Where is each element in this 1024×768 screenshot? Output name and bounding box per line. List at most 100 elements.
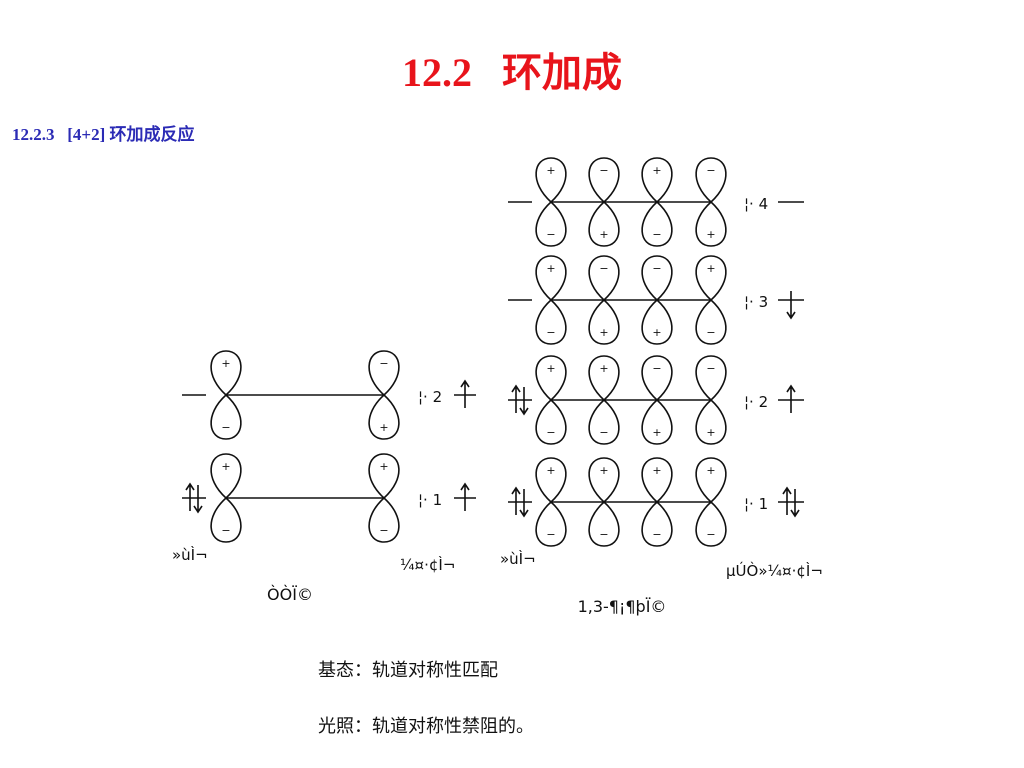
phase-sign-top: + xyxy=(546,362,555,375)
p-lobe-bottom xyxy=(368,496,400,543)
p-lobe-bottom xyxy=(695,500,727,547)
excited-state-label: µÚÒ»¼¤·¢Ì¬ xyxy=(726,561,823,580)
phase-sign-bottom: − xyxy=(652,228,661,241)
phase-sign-top: − xyxy=(652,262,661,275)
mo-label: ¦· 2 xyxy=(744,393,768,411)
phase-sign-bottom: + xyxy=(706,228,715,241)
p-lobe-bottom xyxy=(210,496,242,543)
phase-sign-bottom: + xyxy=(379,421,388,434)
mo-label: ¦· 1 xyxy=(744,495,768,513)
phase-sign-top: + xyxy=(379,460,388,473)
p-lobe-bottom xyxy=(588,200,620,247)
ground-state-label: »ùÌ¬ xyxy=(172,545,208,564)
electron-spin-up xyxy=(511,486,521,515)
phase-sign-top: + xyxy=(221,460,230,473)
phase-sign-bottom: − xyxy=(706,528,715,541)
p-lobe-top xyxy=(210,350,242,397)
electron-spin-up xyxy=(782,486,792,515)
phase-sign-top: − xyxy=(652,362,661,375)
p-lobe-top xyxy=(695,457,727,504)
section-subtitle: 12.2.3 [4+2] 环加成反应 xyxy=(12,125,195,144)
p-lobe-top xyxy=(210,453,242,500)
butadiene-mo-level: +−+−−+−+¦· 2 xyxy=(535,355,768,445)
butadiene-mo-level: +−+−+−+−¦· 1 xyxy=(535,457,768,547)
phase-sign-bottom: − xyxy=(546,528,555,541)
ground-state-label: »ùÌ¬ xyxy=(500,549,536,568)
p-lobe-bottom xyxy=(641,298,673,345)
page-title: 12.2 环加成 xyxy=(402,50,622,95)
p-lobe-bottom xyxy=(695,298,727,345)
mo-label: ¦· 1 xyxy=(418,491,442,509)
p-lobe-bottom xyxy=(641,500,673,547)
butadiene-mo-level: +−−+−++−¦· 3 xyxy=(535,255,768,345)
p-lobe-top xyxy=(641,457,673,504)
phase-sign-top: + xyxy=(546,464,555,477)
p-lobe-top xyxy=(641,255,673,302)
p-lobe-bottom xyxy=(210,393,242,440)
p-lobe-bottom xyxy=(641,200,673,247)
phase-sign-bottom: + xyxy=(652,326,661,339)
p-lobe-bottom xyxy=(641,398,673,445)
p-lobe-top xyxy=(641,157,673,204)
phase-sign-top: + xyxy=(546,164,555,177)
p-lobe-bottom xyxy=(535,500,567,547)
p-lobe-bottom xyxy=(588,398,620,445)
butadiene-mo-level: +−−++−−+¦· 4 xyxy=(535,157,768,247)
electron-spin-up xyxy=(460,379,470,408)
p-lobe-top xyxy=(368,453,400,500)
ethylene-orbitals: +−−+¦· 2+−+−¦· 1»ùÌ¬¼¤·¢Ì¬ÒÒÏ© xyxy=(172,350,476,604)
p-lobe-bottom xyxy=(535,398,567,445)
electron-spin-up xyxy=(185,482,195,511)
p-lobe-bottom xyxy=(695,200,727,247)
butadiene-orbitals: +−−++−−+¦· 4+−−+−++−¦· 3+−+−−+−+¦· 2+−+−… xyxy=(500,157,823,616)
phase-sign-top: + xyxy=(599,464,608,477)
phase-sign-top: + xyxy=(706,464,715,477)
electron-spin-down xyxy=(790,489,800,518)
p-lobe-top xyxy=(695,255,727,302)
p-lobe-bottom xyxy=(588,500,620,547)
p-lobe-top xyxy=(535,255,567,302)
electron-spin-down xyxy=(519,387,529,416)
phase-sign-top: + xyxy=(546,262,555,275)
phase-sign-bottom: − xyxy=(221,524,230,537)
electron-spin-down xyxy=(786,291,796,320)
p-lobe-top xyxy=(695,157,727,204)
phase-sign-bottom: − xyxy=(546,326,555,339)
electron-spin-up xyxy=(786,384,796,413)
phase-sign-bottom: − xyxy=(546,426,555,439)
phase-sign-bottom: − xyxy=(599,426,608,439)
phase-sign-bottom: − xyxy=(379,524,388,537)
phase-sign-top: − xyxy=(599,164,608,177)
phase-sign-top: − xyxy=(379,357,388,370)
p-lobe-bottom xyxy=(588,298,620,345)
phase-sign-bottom: − xyxy=(546,228,555,241)
phase-sign-bottom: + xyxy=(599,228,608,241)
phase-sign-top: + xyxy=(599,362,608,375)
phase-sign-top: − xyxy=(706,164,715,177)
p-lobe-top xyxy=(535,457,567,504)
phase-sign-top: − xyxy=(599,262,608,275)
note-ground-state: 基态：轨道对称性匹配 xyxy=(318,660,498,681)
phase-sign-top: + xyxy=(652,164,661,177)
phase-sign-bottom: + xyxy=(599,326,608,339)
phase-sign-bottom: − xyxy=(706,326,715,339)
mo-label: ¦· 3 xyxy=(744,293,768,311)
phase-sign-top: + xyxy=(221,357,230,370)
molecule-name: 1,3-¶¡¶þÏ© xyxy=(578,597,667,616)
excited-state-label: ¼¤·¢Ì¬ xyxy=(400,555,455,574)
p-lobe-top xyxy=(535,157,567,204)
p-lobe-bottom xyxy=(695,398,727,445)
p-lobe-top xyxy=(588,157,620,204)
electron-spin-up xyxy=(460,482,470,511)
electron-spin-down xyxy=(193,485,203,514)
p-lobe-top xyxy=(588,255,620,302)
note-photochemical: 光照：轨道对称性禁阻的。 xyxy=(318,716,534,737)
phase-sign-bottom: + xyxy=(652,426,661,439)
phase-sign-bottom: + xyxy=(706,426,715,439)
ethylene-mo-level: +−−+¦· 2 xyxy=(210,350,442,440)
p-lobe-top xyxy=(368,350,400,397)
p-lobe-top xyxy=(588,355,620,402)
phase-sign-bottom: − xyxy=(221,421,230,434)
ethylene-mo-level: + − + − ¦· 1 xyxy=(210,453,442,543)
